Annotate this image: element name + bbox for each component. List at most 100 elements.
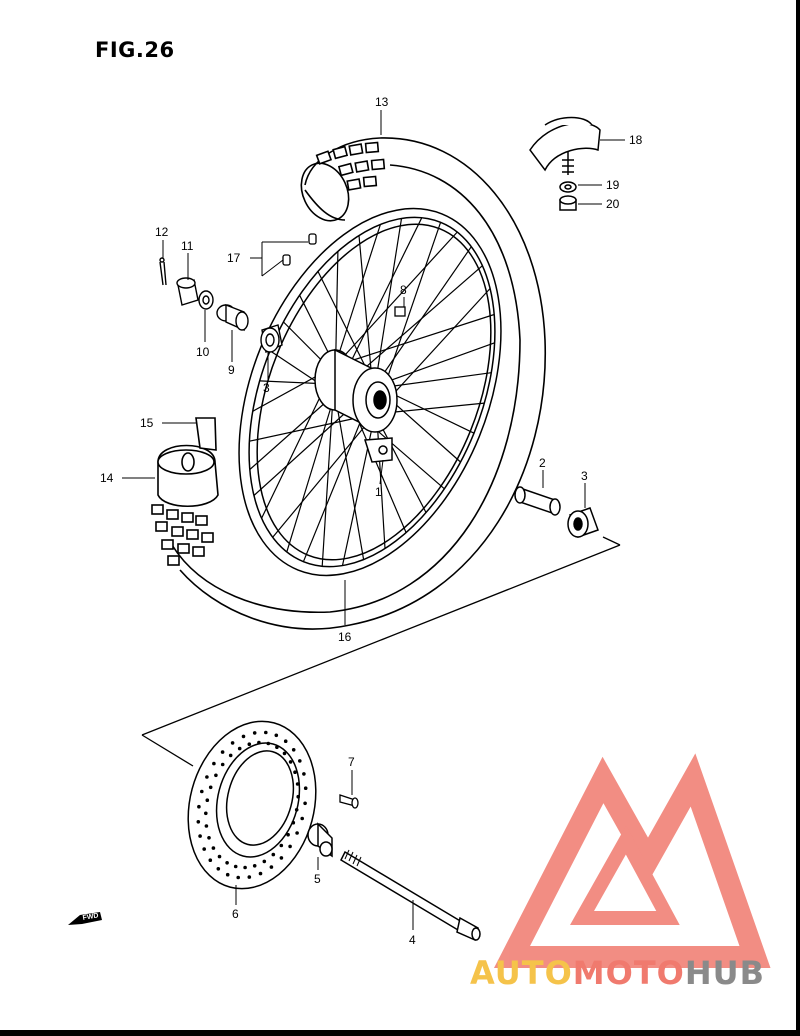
hub bbox=[314, 348, 398, 463]
right-border bbox=[796, 0, 800, 1036]
disc-hole bbox=[291, 820, 296, 825]
collar-5 bbox=[307, 822, 333, 858]
disc-hole bbox=[279, 843, 284, 848]
callout-1: 1 bbox=[375, 485, 382, 499]
fwd-arrow-icon: FWD bbox=[68, 912, 102, 925]
callout-14: 14 bbox=[100, 471, 114, 485]
spoke bbox=[374, 342, 495, 387]
callout-20: 20 bbox=[606, 197, 620, 211]
collar-9 bbox=[216, 303, 249, 332]
callout-6: 6 bbox=[232, 907, 239, 921]
disc-hole bbox=[264, 730, 268, 735]
spoke bbox=[286, 393, 336, 553]
disc-hole bbox=[296, 794, 301, 799]
disc-hole bbox=[233, 864, 238, 869]
disc-hole bbox=[202, 847, 206, 851]
spoke bbox=[334, 313, 495, 367]
callout-3-right: 3 bbox=[581, 469, 588, 483]
callout-15: 15 bbox=[140, 416, 154, 430]
disc-hole bbox=[225, 872, 230, 877]
figure-title: FIG.26 bbox=[95, 38, 175, 62]
washer-10 bbox=[198, 290, 214, 310]
disc-hole bbox=[286, 832, 290, 837]
disc-hole bbox=[291, 748, 296, 752]
callout-7: 7 bbox=[348, 755, 355, 769]
disc-hole bbox=[274, 733, 279, 738]
disc-hole bbox=[275, 745, 279, 749]
disc-hole bbox=[295, 782, 300, 786]
callout-12: 12 bbox=[155, 225, 169, 239]
disc-hole bbox=[302, 772, 306, 776]
bearing-3-right bbox=[567, 507, 599, 538]
spoke bbox=[341, 413, 376, 566]
disc-hole bbox=[247, 875, 252, 879]
disc-hole bbox=[208, 785, 213, 790]
castle-nut-11 bbox=[176, 277, 199, 306]
disc-hole bbox=[288, 760, 293, 764]
callout-5: 5 bbox=[314, 872, 321, 886]
disc-hole bbox=[269, 865, 274, 869]
spacer-2 bbox=[514, 486, 561, 516]
disc-hole bbox=[283, 739, 288, 743]
disc-hole bbox=[220, 750, 225, 754]
bolt-7 bbox=[339, 794, 359, 809]
watermark-auto: AUTO bbox=[470, 954, 573, 992]
disc-hole bbox=[211, 846, 216, 850]
callout-17: 17 bbox=[227, 251, 241, 265]
disc-hole bbox=[288, 844, 292, 849]
tube-section bbox=[157, 417, 219, 507]
axle-4 bbox=[340, 849, 481, 942]
disc-hole bbox=[303, 801, 307, 806]
cotter-pin-12 bbox=[159, 257, 167, 286]
disc-hole bbox=[300, 816, 305, 821]
disc-hole bbox=[230, 741, 235, 745]
disc-hole bbox=[236, 875, 240, 880]
spoke bbox=[334, 231, 458, 367]
spoke bbox=[374, 246, 472, 387]
disc-hole bbox=[293, 770, 297, 774]
callout-labels: 13 18 19 20 12 11 17 8 10 9 3 15 14 1 2 … bbox=[100, 95, 643, 947]
disc-hole bbox=[252, 864, 257, 868]
disc-hole bbox=[198, 834, 202, 838]
bolt-8 bbox=[394, 306, 406, 317]
disc-hole bbox=[220, 762, 225, 767]
callout-18: 18 bbox=[629, 133, 643, 147]
disc-hole bbox=[204, 824, 209, 828]
spoke-nipple-17 bbox=[282, 233, 317, 266]
fwd-label: FWD bbox=[82, 912, 99, 922]
disc-hole bbox=[208, 858, 213, 862]
bottom-border bbox=[0, 1030, 800, 1036]
disc-hole bbox=[207, 836, 211, 840]
callout-4: 4 bbox=[409, 933, 416, 947]
callout-10: 10 bbox=[196, 345, 210, 359]
callout-16: 16 bbox=[338, 630, 352, 644]
watermark-moto: MOTO bbox=[572, 954, 685, 992]
callout-13: 13 bbox=[375, 95, 389, 109]
disc-hole bbox=[204, 811, 208, 816]
nut-20 bbox=[559, 195, 577, 211]
washer-19 bbox=[559, 181, 577, 193]
spoke bbox=[374, 218, 403, 387]
leader-lines bbox=[122, 110, 625, 930]
disc-hole bbox=[279, 856, 284, 860]
callout-11: 11 bbox=[181, 239, 194, 253]
disc-hole bbox=[271, 852, 276, 857]
disc-hole bbox=[214, 773, 218, 778]
callout-9: 9 bbox=[228, 363, 235, 377]
callout-3-left: 3 bbox=[263, 381, 270, 395]
disc-hole bbox=[262, 859, 267, 864]
brake-disc bbox=[187, 720, 317, 890]
disc-hole bbox=[241, 734, 246, 739]
callout-19: 19 bbox=[606, 178, 620, 192]
disc-hole bbox=[303, 786, 308, 790]
watermark-logo bbox=[493, 753, 771, 968]
watermark-hub: HUB bbox=[684, 954, 766, 992]
rim-lock bbox=[529, 116, 601, 175]
watermark-text: AUTOMOTOHUB bbox=[470, 954, 765, 992]
disc-hole bbox=[295, 831, 299, 835]
bearing-3-left bbox=[260, 324, 283, 353]
disc-hole bbox=[258, 871, 263, 876]
disc-hole bbox=[257, 740, 261, 745]
disc-hole bbox=[205, 775, 209, 779]
